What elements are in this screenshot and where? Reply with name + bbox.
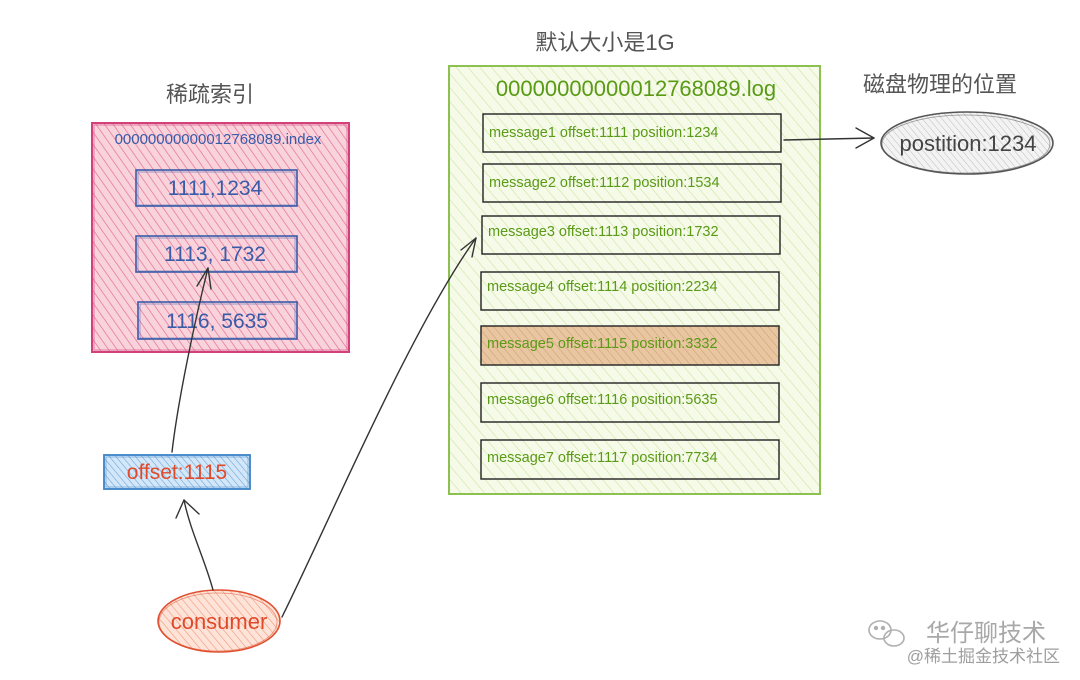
- arrowhead-offset-to-index-entry: [196, 267, 212, 290]
- index-entry-text: 1111,1234: [168, 177, 263, 200]
- log-message-text: message4 offset:1114 position:2234: [487, 279, 718, 295]
- offset-box-label: offset:1115: [127, 461, 227, 484]
- log-message: message3 offset:1113 position:1732: [481, 215, 781, 255]
- log-message: message2 offset:1112 position:1534: [482, 163, 782, 203]
- log-message: message1 offset:1111 position:1234: [482, 113, 782, 153]
- log-file-name: 00000000000012768089.log: [496, 76, 776, 101]
- offset-box: offset:1115: [103, 454, 251, 490]
- log-message-text: message7 offset:1117 position:7734: [487, 450, 718, 466]
- index-entry-text: 1116, 5635: [166, 310, 268, 333]
- consumer-node: consumer: [157, 589, 281, 653]
- log-message-text: message1 offset:1111 position:1234: [489, 125, 718, 141]
- log-message: message7 offset:1117 position:7734: [480, 439, 780, 480]
- arrowhead-consumer-to-offset: [175, 499, 200, 519]
- log-message: message4 offset:1114 position:2234: [480, 271, 780, 311]
- watermark: 华仔聊技术 @稀土掘金技术社区: [868, 620, 1060, 666]
- disk-position-node: postition:1234: [880, 111, 1054, 175]
- log-file-box: 00000000000012768089.log message1 offset…: [448, 65, 821, 495]
- arrowhead-message-to-disk-position: [855, 127, 875, 149]
- default-size-title: 默认大小是1G: [535, 30, 674, 55]
- index-entry: 1113, 1732: [135, 235, 298, 273]
- disk-position-title: 磁盘物理的位置: [863, 72, 1017, 97]
- arrowhead-consumer-to-message: [460, 237, 477, 258]
- disk-position-label: postition:1234: [900, 131, 1037, 156]
- arrow-consumer-to-message: [281, 237, 477, 618]
- log-message-text: message2 offset:1112 position:1534: [489, 175, 720, 191]
- arrow-consumer-to-offset: [183, 499, 214, 591]
- wechat-icon: [868, 620, 905, 647]
- log-message: message6 offset:1116 position:5635: [480, 382, 780, 423]
- log-message-text: message6 offset:1116 position:5635: [487, 392, 718, 408]
- arrow-offset-to-index-entry: [171, 267, 209, 453]
- log-message-text: message5 offset:1115 position:3332: [487, 336, 718, 352]
- watermark-title: 华仔聊技术: [926, 620, 1046, 647]
- index-file-name: 00000000000012768089.index: [115, 131, 322, 148]
- log-message-highlighted: message5 offset:1115 position:3332: [480, 325, 780, 366]
- log-message-text: message3 offset:1113 position:1732: [488, 224, 719, 240]
- sparse-index-title: 稀疏索引: [166, 82, 254, 107]
- index-file-box: 00000000000012768089.index 1111,1234 111…: [91, 122, 350, 353]
- consumer-label: consumer: [171, 609, 268, 634]
- watermark-subtitle: @稀土掘金技术社区: [907, 647, 1060, 666]
- index-entry: 1116, 5635: [137, 301, 298, 340]
- index-entry-text: 1113, 1732: [164, 243, 266, 266]
- index-entry: 1111,1234: [135, 169, 298, 207]
- arrow-message-to-disk-position: [783, 137, 875, 141]
